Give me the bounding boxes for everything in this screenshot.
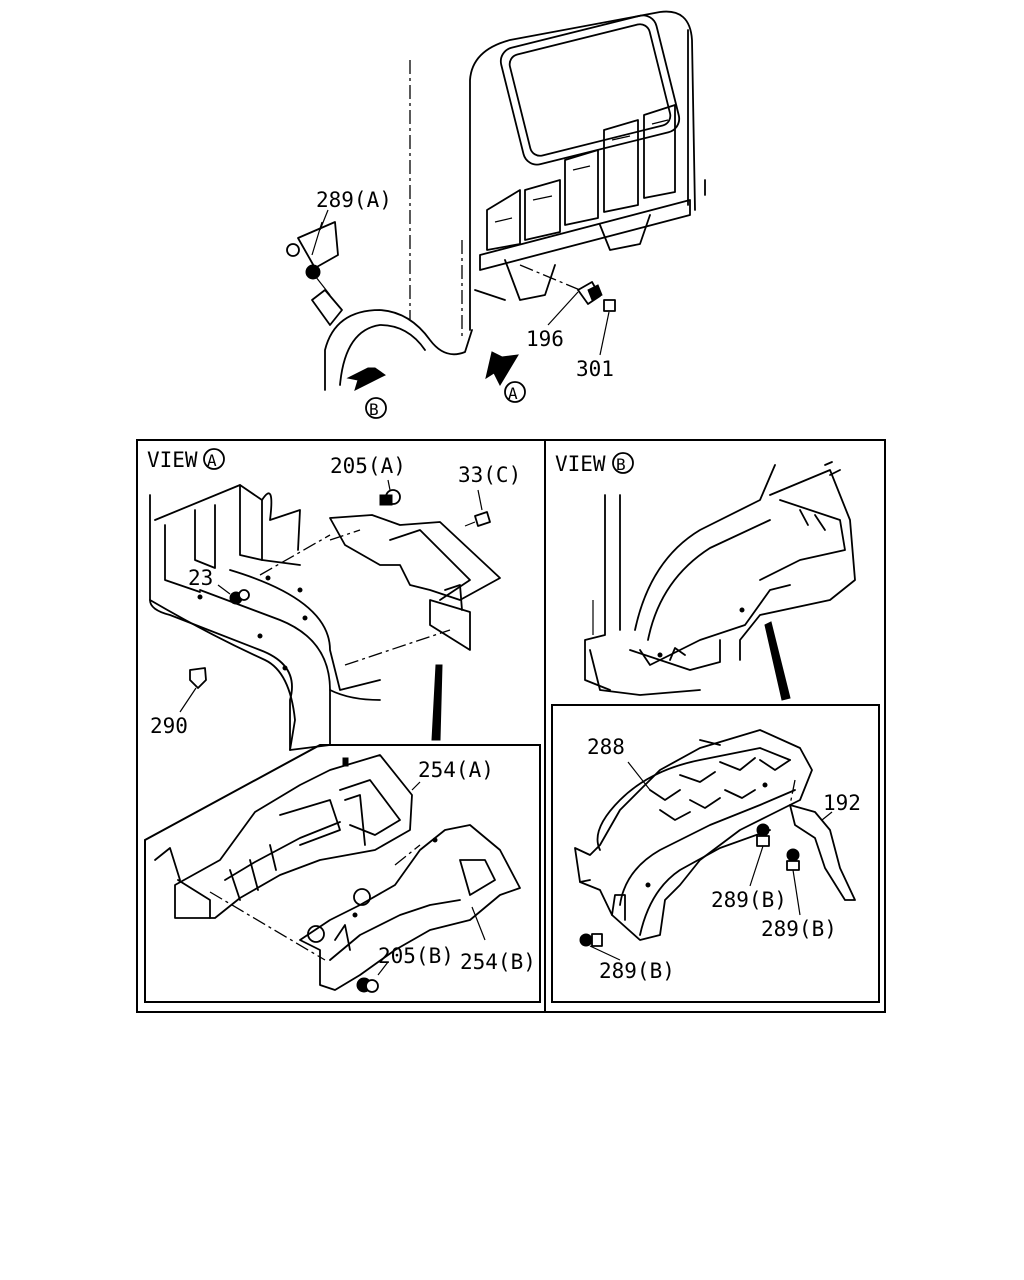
callout-290: 290	[150, 714, 188, 738]
callout-289a: 289(A)	[316, 188, 392, 212]
callout-arrow-a: A	[508, 384, 518, 403]
view-a-panel: VIEW A	[147, 448, 501, 751]
callout-196: 196	[526, 327, 564, 351]
callout-205b: 205(B)	[378, 944, 454, 968]
callout-301: 301	[576, 357, 614, 381]
view-a-title: VIEW	[147, 448, 198, 472]
callout-289b-3: 289(B)	[599, 959, 675, 983]
callout-254b: 254(B)	[460, 950, 536, 974]
view-b-detail-box	[551, 704, 880, 1003]
view-arrow-a	[485, 351, 519, 387]
view-b-title: VIEW	[555, 452, 606, 476]
callout-254a: 254(A)	[418, 758, 494, 782]
callout-288: 288	[587, 735, 625, 759]
view-b-panel: VIEW B	[555, 452, 856, 701]
callout-33c: 33(C)	[458, 463, 521, 487]
view-arrow-b	[346, 367, 386, 391]
view-a-letter: A	[207, 451, 217, 470]
callout-289b-2: 289(B)	[761, 917, 837, 941]
callout-289b-1: 289(B)	[711, 888, 787, 912]
view-b-letter: B	[616, 455, 626, 474]
views-frame	[136, 439, 886, 1013]
callout-192: 192	[823, 791, 861, 815]
callout-arrow-b: B	[369, 400, 379, 419]
view-a-detail-box	[144, 744, 541, 1003]
cab-overview-drawing	[286, 10, 706, 391]
callout-23: 23	[188, 566, 213, 590]
callout-205a: 205(A)	[330, 454, 406, 478]
